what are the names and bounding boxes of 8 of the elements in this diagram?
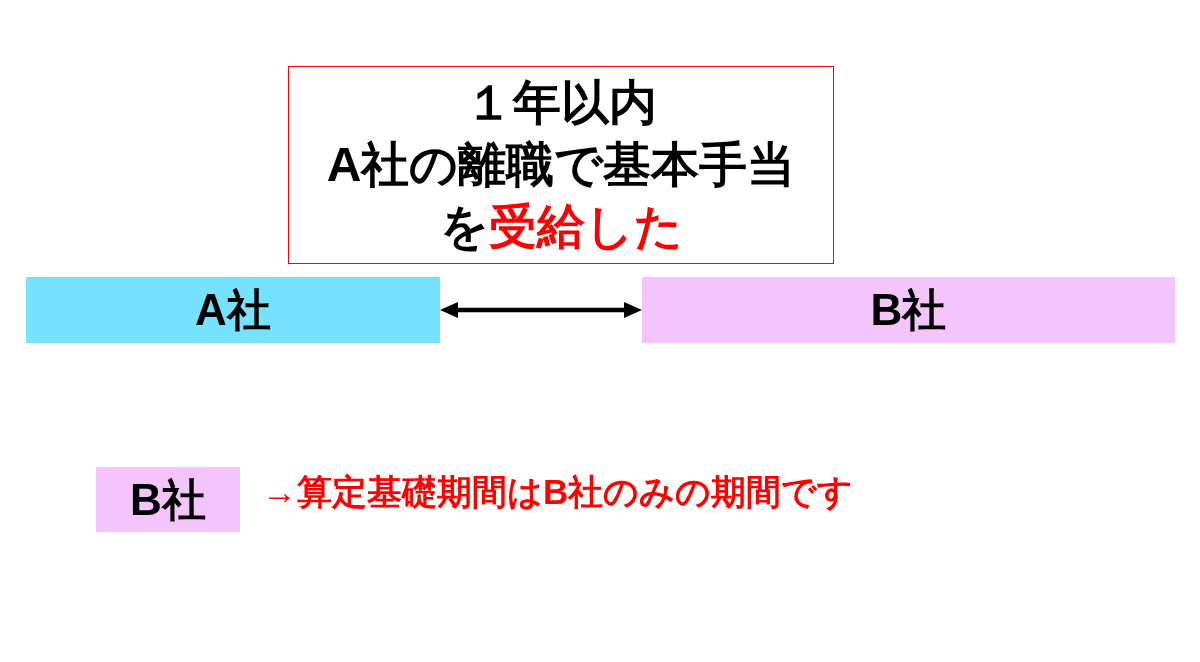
heading-text: １年以内 bbox=[465, 75, 657, 131]
double-arrow bbox=[440, 302, 642, 318]
company-bar: B社 bbox=[642, 277, 1175, 343]
callout-box bbox=[288, 66, 834, 264]
body-text: A社の離職で基本手当を受給した bbox=[325, 137, 797, 255]
note-text: →算定基礎期間はB社のみの期間です bbox=[262, 474, 854, 509]
company-bar: A社 bbox=[26, 277, 440, 343]
company-tag: B社 bbox=[96, 467, 240, 532]
